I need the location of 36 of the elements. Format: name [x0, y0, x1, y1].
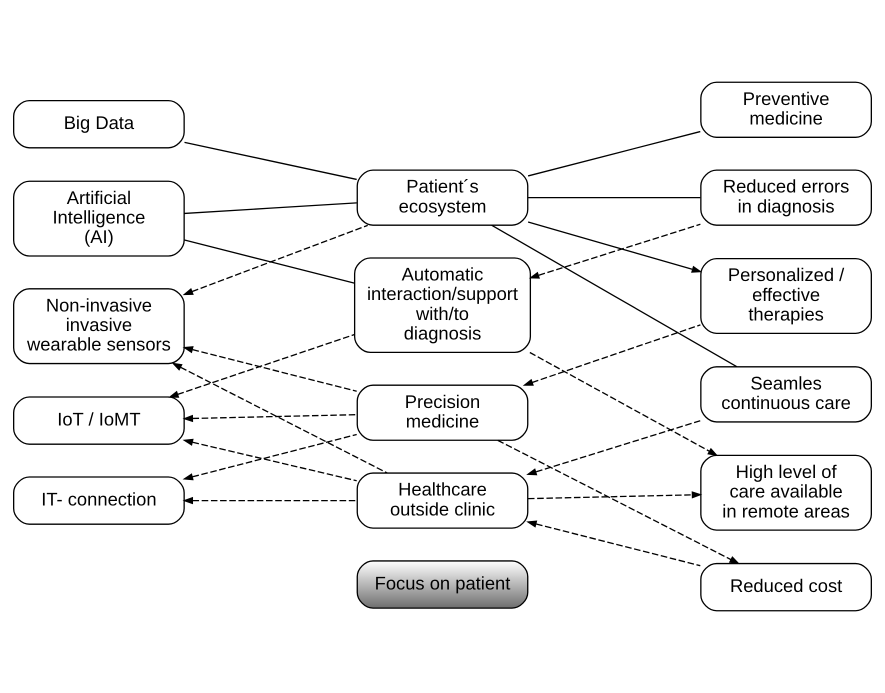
arrow — [182, 414, 357, 422]
arrow — [182, 224, 368, 296]
node-box: Automatic interaction/support with/to diagnosis — [354, 257, 532, 354]
node-box: High level of care available in remote areas — [700, 454, 872, 531]
node-box: Precision medicine — [356, 384, 528, 441]
connector — [528, 197, 700, 198]
connector — [491, 224, 738, 368]
connector — [528, 130, 700, 177]
node-box: Healthcare outside clinic — [356, 472, 528, 529]
arrow — [528, 224, 701, 279]
node-box: Reduced cost — [700, 562, 872, 612]
connector — [184, 142, 357, 180]
node-box: IoT / IoMT — [13, 396, 185, 445]
node-box: Seamles continuous care — [700, 366, 872, 423]
node-box: Non-invasive invasive wearable sensors — [13, 288, 185, 364]
connector — [184, 202, 357, 214]
arrow — [168, 334, 355, 398]
arrow — [526, 520, 700, 566]
node-box: Personalized / effective therapies — [700, 258, 872, 334]
node-box: Preventive medicine — [700, 82, 872, 138]
arrow — [498, 440, 740, 564]
arrow — [528, 221, 702, 273]
arrow — [528, 491, 702, 500]
arrow — [526, 420, 700, 476]
arrow — [172, 362, 388, 474]
arrow — [182, 346, 357, 392]
arrow — [530, 352, 718, 456]
arrow — [522, 324, 701, 386]
node-box: Big Data — [13, 100, 185, 148]
connector — [184, 239, 354, 284]
node-box: IT- connection — [13, 476, 185, 525]
node-box: Patient´s ecosystem — [356, 169, 528, 226]
node-box: Artificial Intelligence (AI) — [13, 180, 185, 257]
node-box: Reduced errors in diagnosis — [700, 169, 872, 226]
arrow — [182, 496, 357, 504]
node-box: Focus on patient — [356, 560, 528, 609]
